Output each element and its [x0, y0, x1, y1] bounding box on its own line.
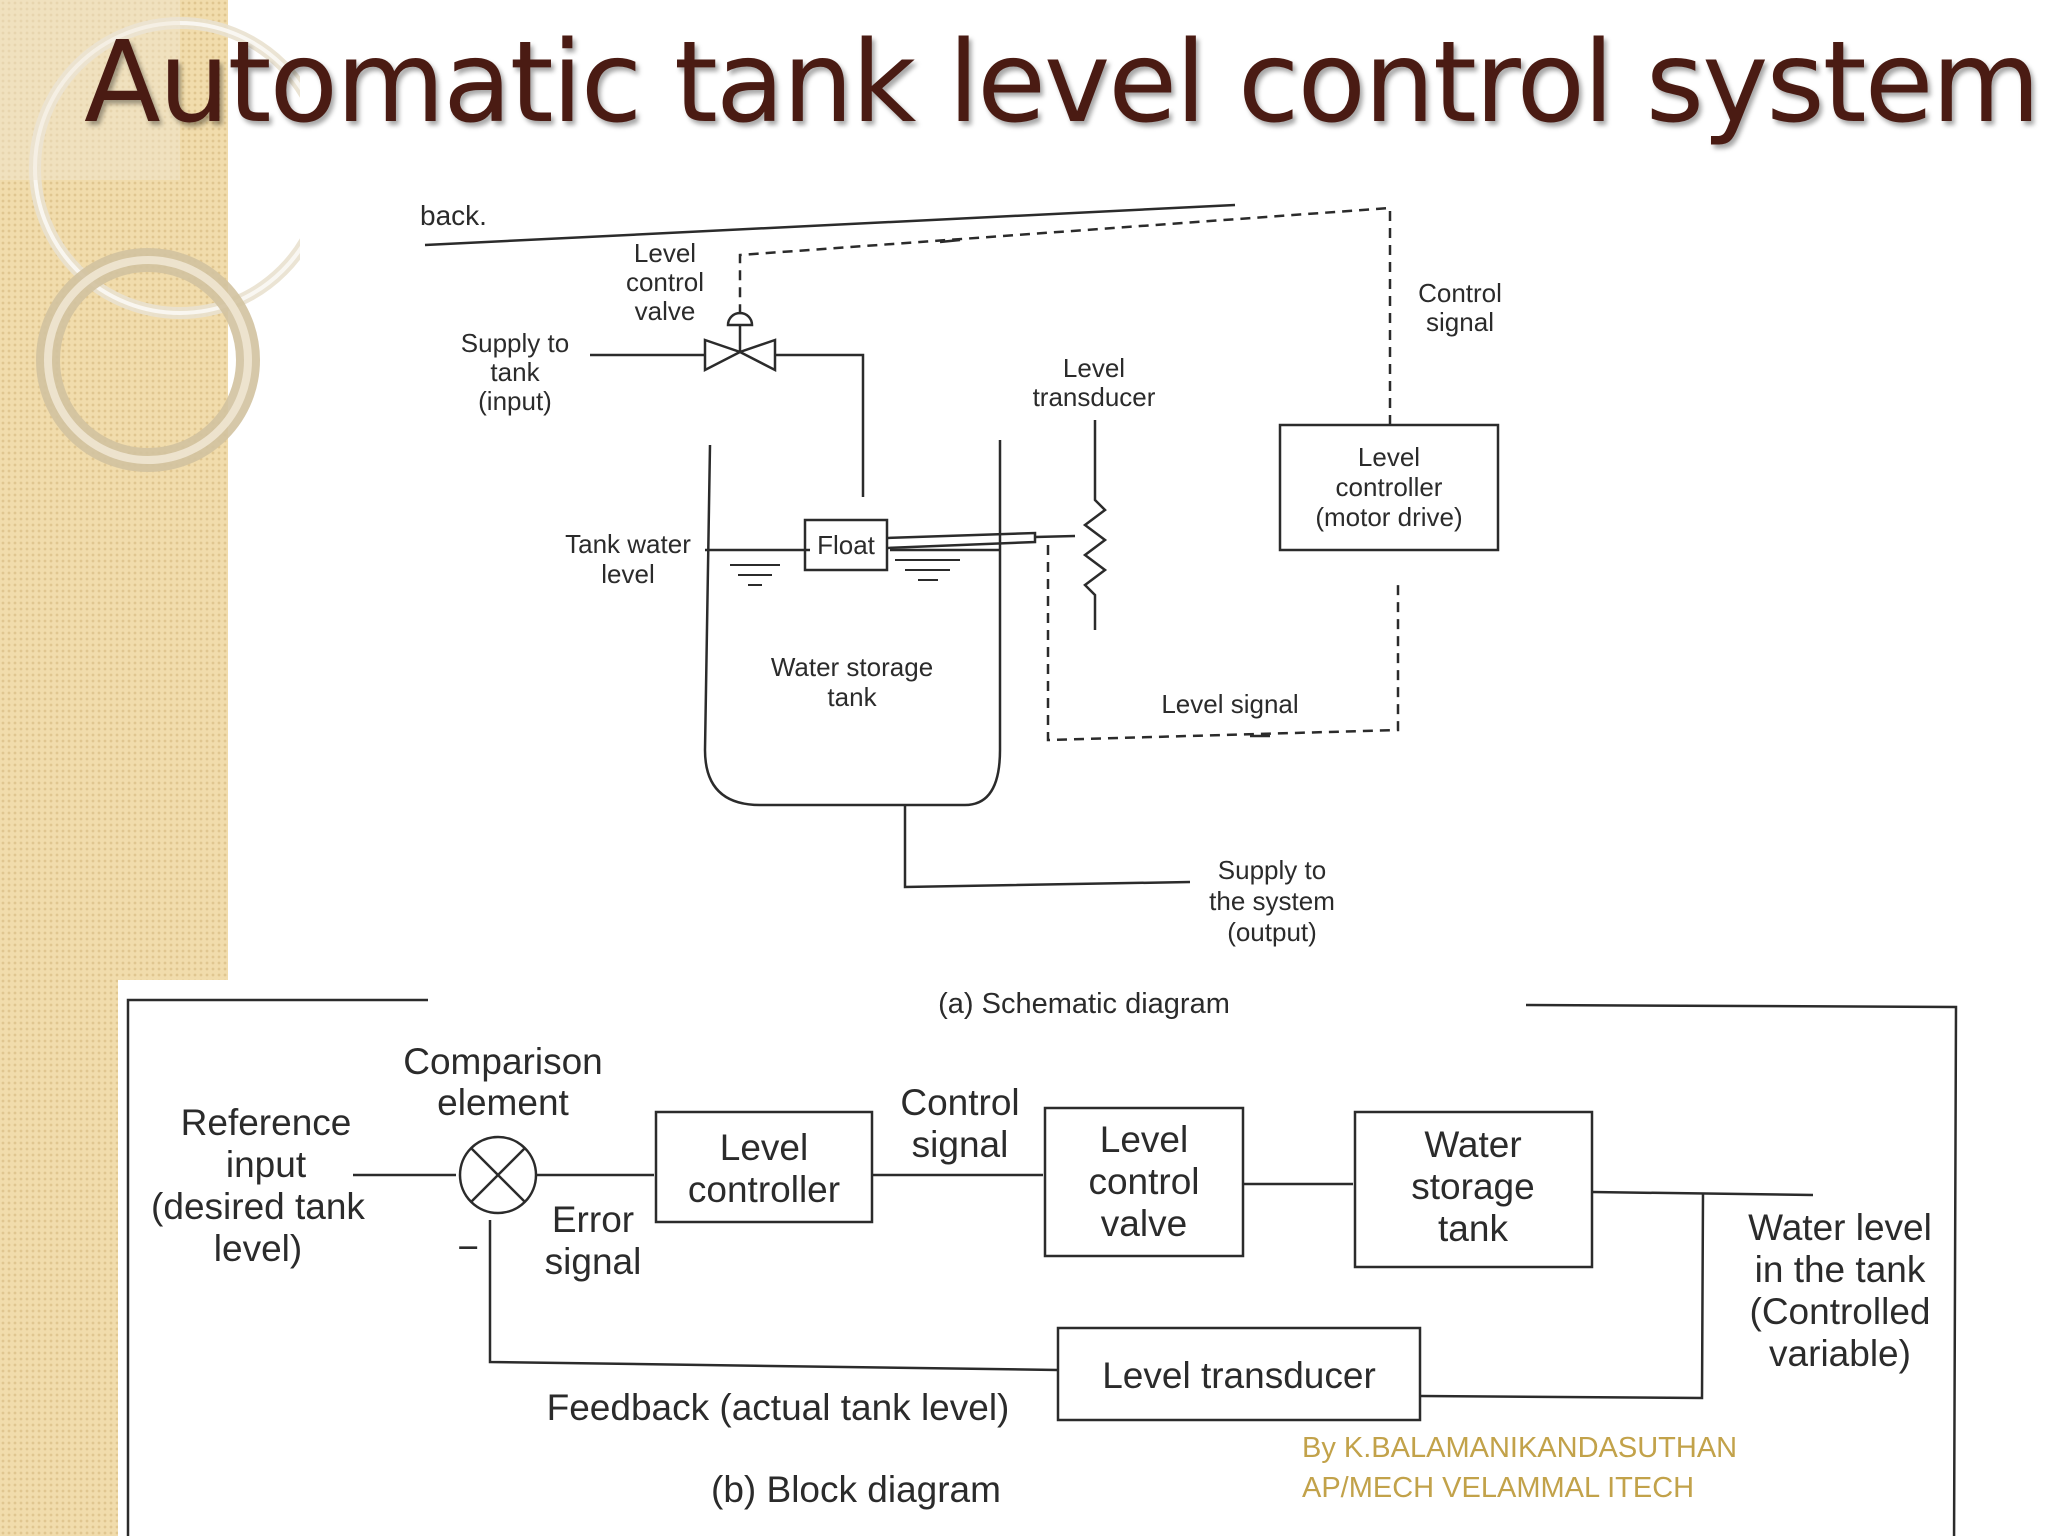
supply-output-line	[903, 805, 1191, 889]
valve-to-tank-line	[775, 353, 865, 497]
transducer-block-label: Level transducer	[1102, 1355, 1376, 1396]
valve-block	[1043, 1106, 1245, 1258]
float-rod	[886, 531, 1037, 550]
controller-text-1: Level	[1358, 442, 1420, 472]
supply-input-2: tank	[490, 357, 540, 387]
output-1: Water level	[1748, 1207, 1932, 1248]
author-credit: By K.BALAMANIKANDASUTHAN AP/MECH VELAMMA…	[1302, 1428, 1737, 1508]
tank-water-level-1: Tank water	[565, 529, 691, 559]
reference-2: input	[226, 1144, 307, 1185]
error-1: Error	[552, 1199, 634, 1240]
transducer-label-1: Level	[1063, 353, 1125, 383]
feedback-label: Feedback (actual tank level)	[547, 1387, 1010, 1428]
valve-block-2: control	[1088, 1161, 1199, 1202]
tank-block-2: storage	[1411, 1166, 1534, 1207]
block-diagram: Reference input (desired tank level) Com…	[118, 980, 1968, 1536]
valve-label-1: Level	[634, 238, 696, 268]
feedback-path	[1420, 1192, 1705, 1400]
output-2: in the tank	[1755, 1249, 1926, 1290]
tank-block	[1353, 1110, 1594, 1269]
block-control-signal-1: Control	[900, 1082, 1019, 1123]
controller-block-1: Level	[720, 1127, 808, 1168]
reference-3: (desired tank	[151, 1186, 365, 1227]
frame-top-left	[126, 998, 428, 1536]
valve-label-3: valve	[635, 296, 696, 326]
comparison-2: element	[437, 1082, 569, 1123]
supply-output-1: Supply to	[1218, 855, 1326, 885]
minus-sign: −	[457, 1227, 479, 1268]
valve-block-1: Level	[1100, 1119, 1188, 1160]
float-box	[803, 518, 889, 572]
level-signal-path	[1046, 545, 1400, 742]
tank-water-level-2: level	[601, 559, 654, 589]
frame-top-right	[1525, 1003, 1958, 1536]
cropped-text: back.	[420, 200, 487, 231]
control-signal-2: signal	[1426, 307, 1494, 337]
controller-box	[1278, 423, 1500, 552]
block-control-signal-2: signal	[912, 1124, 1009, 1165]
valve-block-3: valve	[1101, 1203, 1187, 1244]
supply-input-3: (input)	[478, 386, 552, 416]
water-symbols	[730, 559, 960, 586]
transducer-block	[1056, 1326, 1422, 1422]
tank-label-1: Water storage	[771, 652, 933, 682]
control-signal-path	[738, 206, 1392, 425]
author-affiliation: AP/MECH VELAMMAL ITECH	[1302, 1472, 1695, 1504]
controller-text-3: (motor drive)	[1315, 502, 1462, 532]
tank-block-1: Water	[1424, 1124, 1521, 1165]
author-name: By K.BALAMANIKANDASUTHAN	[1302, 1432, 1738, 1464]
valve-label-2: control	[626, 267, 704, 297]
comparison-1: Comparison	[403, 1041, 602, 1082]
feedback-return	[488, 1220, 1059, 1372]
control-signal-1: Control	[1418, 278, 1502, 308]
valve-symbol	[703, 311, 777, 373]
cropped-rule	[424, 203, 1236, 247]
tank-outline	[703, 440, 1002, 807]
decorative-rings	[0, 0, 300, 472]
control-signal-arrow	[939, 238, 961, 244]
tank-block-3: tank	[1438, 1208, 1508, 1249]
supply-output-3: (output)	[1227, 917, 1317, 947]
tank-label-2: tank	[827, 682, 877, 712]
schematic-diagram: back. Level control valve Supply to tank…	[420, 190, 1600, 990]
controller-text-2: controller	[1336, 472, 1443, 502]
reference-4: level)	[214, 1228, 302, 1269]
output-4: variable)	[1769, 1333, 1911, 1374]
transducer-label-2: transducer	[1033, 382, 1156, 412]
schematic-caption: (a) Schematic diagram	[938, 988, 1230, 1020]
slide-title: Automatic tank level control system	[84, 18, 2041, 148]
output-3: (Controlled	[1750, 1291, 1931, 1332]
level-signal-label: Level signal	[1161, 689, 1298, 719]
controller-block-2: controller	[688, 1169, 840, 1210]
reference-1: Reference	[181, 1102, 352, 1143]
block-caption: (b) Block diagram	[711, 1469, 1001, 1510]
supply-output-2: the system	[1209, 886, 1335, 916]
controller-block	[654, 1110, 874, 1224]
supply-input-1: Supply to	[461, 328, 569, 358]
error-2: signal	[545, 1241, 642, 1282]
float-label: Float	[817, 530, 876, 560]
transducer-resistor	[1082, 420, 1108, 630]
